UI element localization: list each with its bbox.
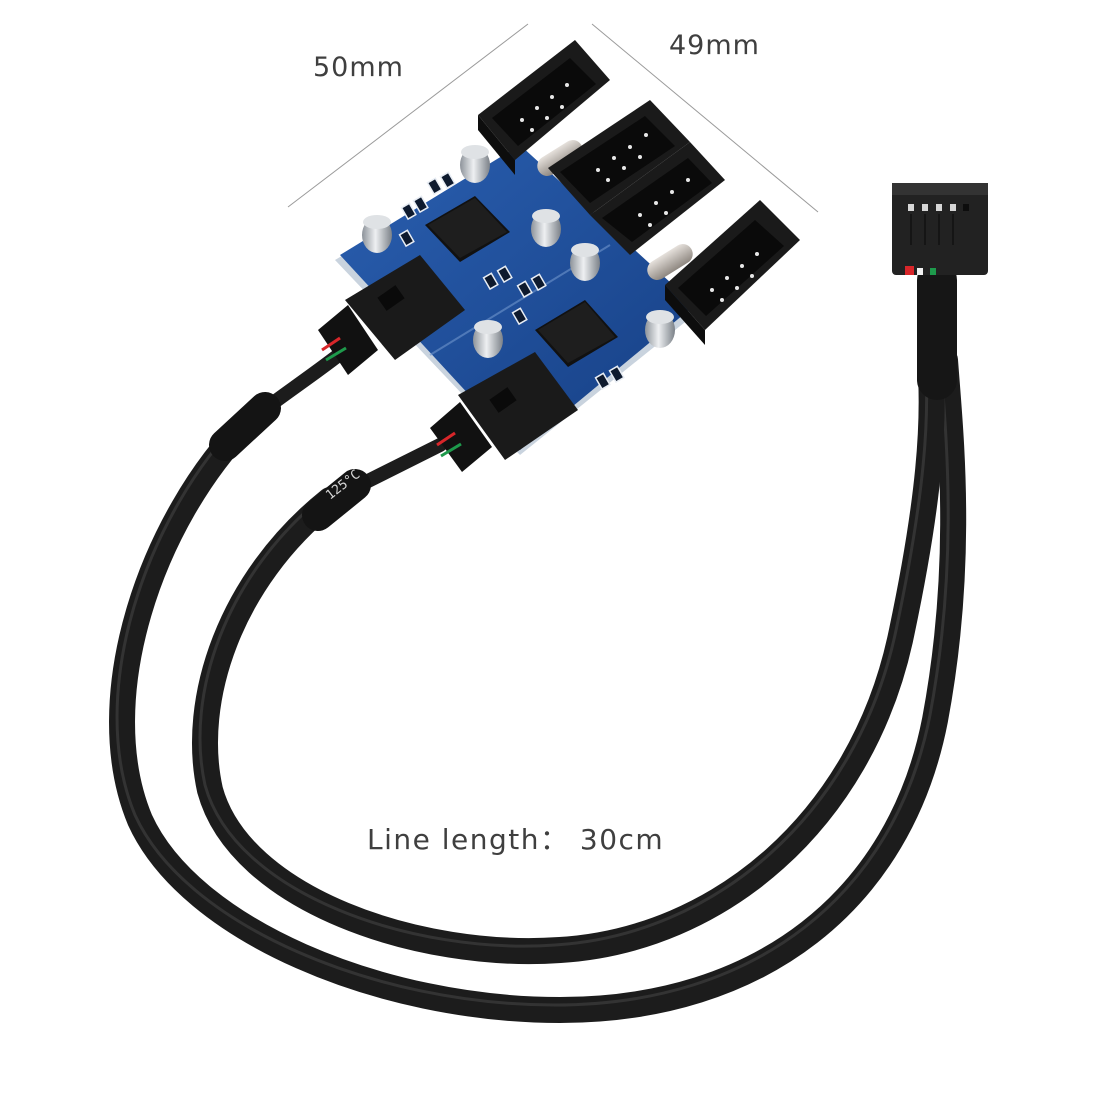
hub-chip-1 [425,196,510,262]
cable-length-label: Line length： 30cm [367,823,665,856]
board-width-label: 50mm [313,52,404,83]
usb-header-4 [665,200,800,345]
output-plug [892,183,988,275]
hub-chip-2 [535,300,618,367]
wire-stubs [321,336,462,458]
crystals [537,140,693,280]
input-connector-2 [430,352,578,472]
usb-header-2 [548,100,690,215]
board-depth-label: 49mm [669,30,760,61]
cables [109,260,967,1024]
usb-header-3 [590,142,725,255]
smd-components [398,171,625,391]
capacitors [362,145,675,358]
usb-header-1 [478,40,610,175]
input-connector-1 [318,255,465,375]
dimension-guide-lines [287,23,819,213]
